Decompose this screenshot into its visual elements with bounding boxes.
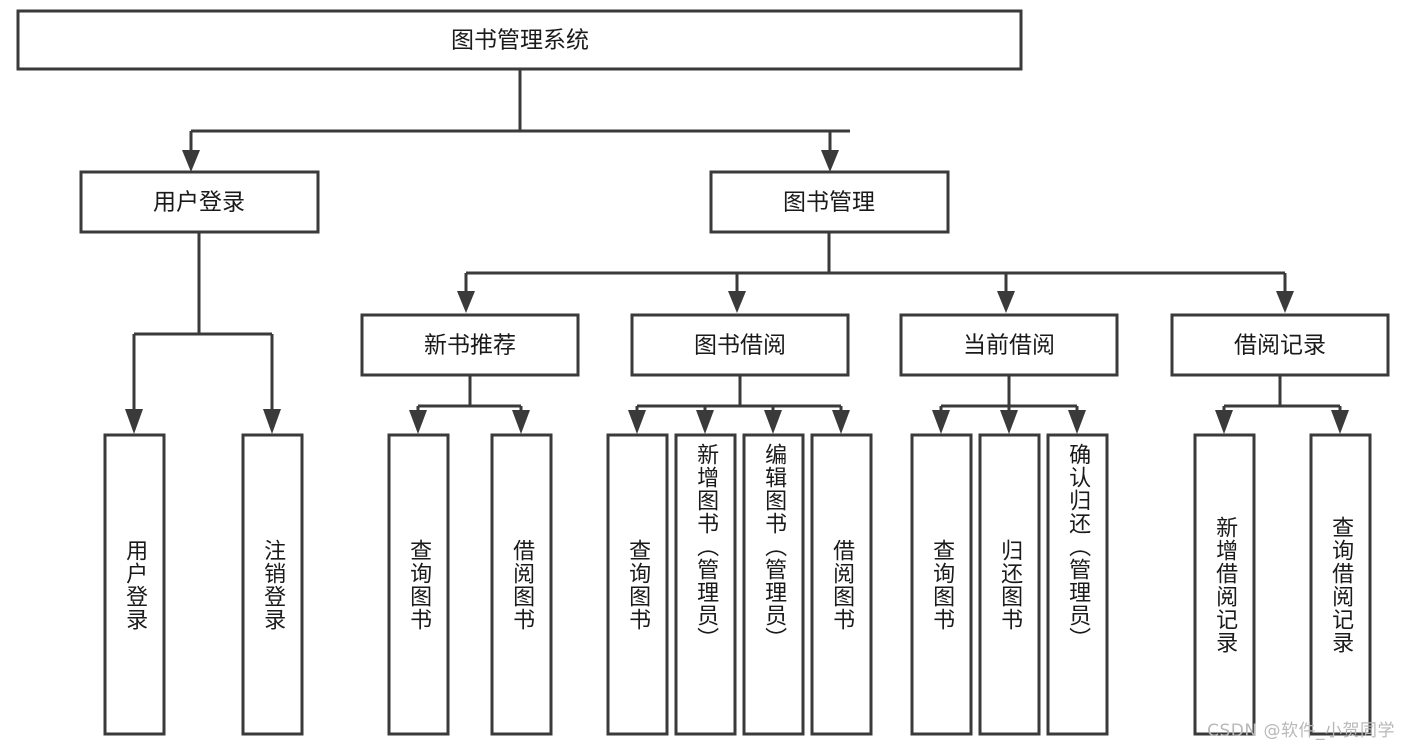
- node-user-login[interactable]: 用户登录: [79, 170, 320, 234]
- node-borrow-record[interactable]: 借阅记录: [1170, 313, 1390, 377]
- connector-bookmanage-to-level2: [457, 232, 1294, 313]
- leaf-box-query-book-1[interactable]: [387, 433, 450, 736]
- leaf-box-confirm-return[interactable]: [1046, 433, 1109, 736]
- leaf-box-edit-book[interactable]: [742, 433, 805, 736]
- leaf-box-borrow-book-1[interactable]: [490, 433, 553, 736]
- connector-root-to-level1: [182, 70, 850, 172]
- node-new-book-rec-label: 新书推荐: [424, 333, 516, 359]
- leaf-box-query-book-3[interactable]: [910, 433, 973, 736]
- node-borrow-record-label: 借阅记录: [1234, 333, 1326, 359]
- node-book-borrow-label: 图书借阅: [694, 333, 786, 359]
- leaf-box-query-book-2[interactable]: [606, 433, 669, 736]
- node-current-borrow[interactable]: 当前借阅: [899, 313, 1119, 377]
- node-new-book-rec[interactable]: 新书推荐: [360, 313, 580, 377]
- connector-userlogin-to-leaves: [125, 232, 281, 434]
- connector-bookborrow-to-leaves: [628, 375, 850, 434]
- node-user-login-label: 用户登录: [153, 190, 245, 216]
- leaf-box-return-book[interactable]: [978, 433, 1041, 736]
- node-book-manage[interactable]: 图书管理: [709, 170, 950, 234]
- node-root[interactable]: 图书管理系统: [16, 9, 1023, 71]
- node-book-manage-label: 图书管理: [783, 190, 875, 216]
- leaf-box-logout[interactable]: [241, 433, 304, 736]
- csdn-watermark: CSDN @软件_小贺同学: [1207, 721, 1395, 741]
- node-root-label: 图书管理系统: [451, 28, 589, 54]
- node-book-borrow[interactable]: 图书借阅: [630, 313, 850, 377]
- leaf-box-add-book[interactable]: [674, 433, 737, 736]
- connector-borrowrecord-to-leaves: [1215, 375, 1349, 434]
- connector-currentborrow-to-leaves: [932, 375, 1086, 434]
- leaf-box-add-record[interactable]: [1193, 433, 1256, 736]
- connector-newbook-to-leaves: [409, 375, 530, 434]
- leaf-box-user-login[interactable]: [103, 433, 166, 736]
- leaf-box-borrow-book-2[interactable]: [810, 433, 873, 736]
- node-current-borrow-label: 当前借阅: [963, 333, 1055, 359]
- leaf-box-query-record[interactable]: [1309, 433, 1372, 736]
